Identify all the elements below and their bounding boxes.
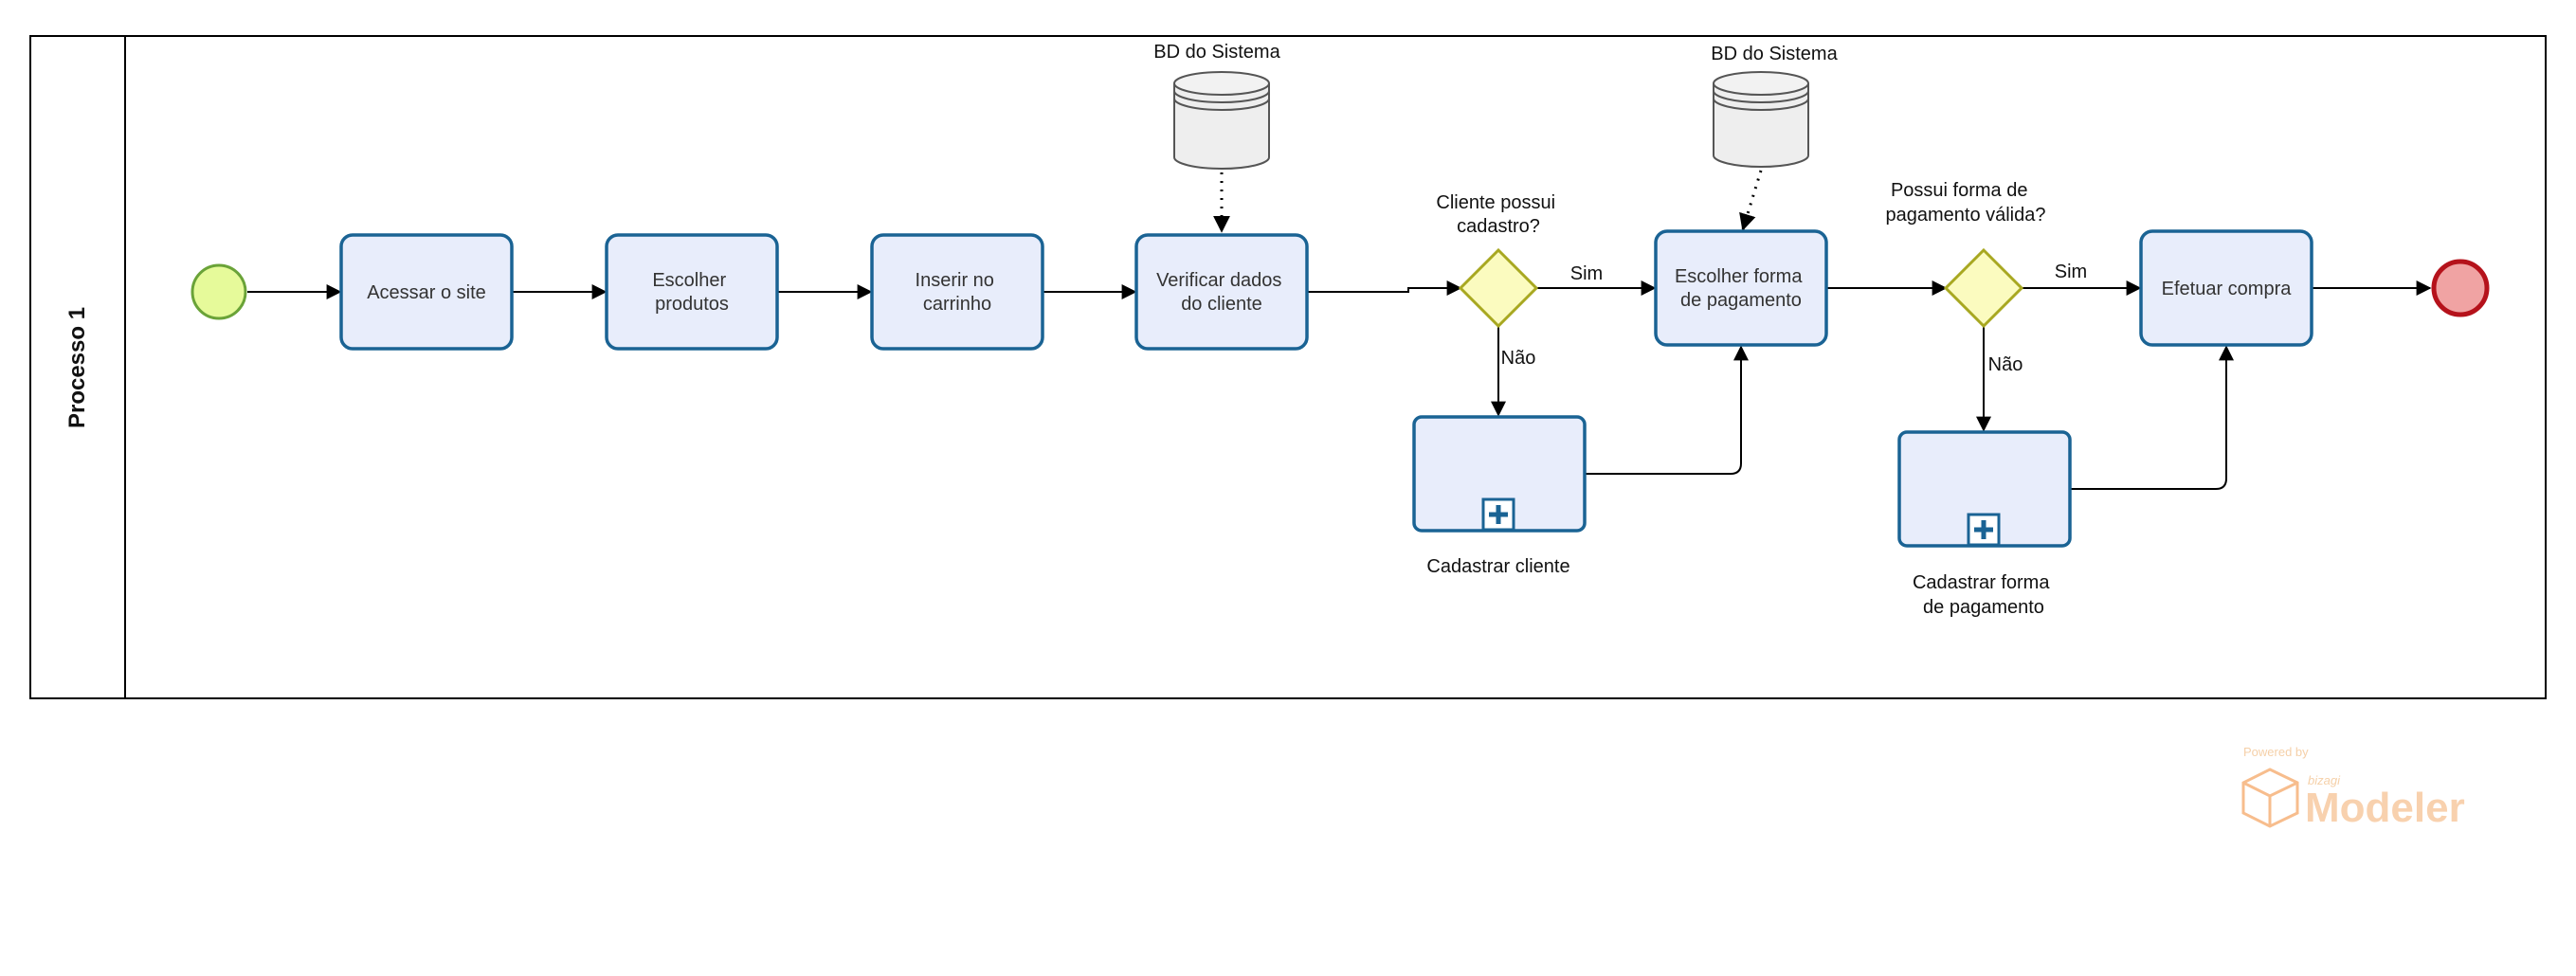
flow-label-nao: Não bbox=[1501, 348, 1536, 369]
subprocess-label: de pagamento bbox=[1923, 597, 2044, 618]
svg-text:Escolher forma de pagame: Escolher forma de pagamento bbox=[1675, 266, 1807, 311]
powered-by-text: Powered by bbox=[2243, 745, 2309, 759]
bizagi-logo-icon bbox=[2241, 768, 2299, 828]
gateway-label: pagamento válida? bbox=[1885, 205, 2045, 226]
gateway-label: cadastro? bbox=[1457, 216, 1540, 237]
flow-cadastrar-cliente-to-escolher-pagamento bbox=[1586, 345, 1749, 475]
flow-label-sim: Sim bbox=[2055, 262, 2087, 282]
task-escolher-forma-de-pagamento[interactable]: Escolher forma de pagamento bbox=[1654, 229, 1828, 347]
task-label: Escolher forma bbox=[1675, 266, 1803, 287]
gateway-label: Cliente possui bbox=[1436, 192, 1555, 213]
subprocess-label: Cadastrar cliente bbox=[1426, 556, 1569, 577]
pool: Processo 1 bbox=[29, 35, 2547, 699]
bizagi-brand-text: bizagi bbox=[2308, 773, 2341, 787]
task-label: Escolher bbox=[652, 270, 726, 291]
end-event[interactable] bbox=[2431, 259, 2490, 317]
task-label: produtos bbox=[655, 294, 729, 315]
data-associations bbox=[1213, 170, 1763, 233]
task-label: Inserir no bbox=[916, 270, 994, 291]
subprocess-cadastrar-forma-de-pagamento[interactable] bbox=[1897, 430, 2072, 548]
task-label: do cliente bbox=[1181, 294, 1262, 315]
flow-label-sim: Sim bbox=[1570, 263, 1603, 284]
task-label: de pagamento bbox=[1680, 290, 1802, 311]
task-label: carrinho bbox=[923, 294, 991, 315]
modeler-brand-text: Modeler bbox=[2305, 785, 2465, 831]
start-event[interactable] bbox=[190, 263, 247, 320]
gateway-cliente-possui-cadastro[interactable] bbox=[1458, 247, 1539, 329]
task-acessar-o-site[interactable]: Acessar o site bbox=[339, 233, 514, 351]
svg-text:Verificar dados do clien: Verificar dados do cliente bbox=[1156, 270, 1287, 315]
subprocess-label: Cadastrar forma bbox=[1913, 572, 2050, 593]
bizagi-modeler-logo: Powered by bizagi Modeler bbox=[2241, 745, 2465, 831]
svg-text:Cadastrar cliente: Cadastrar cliente bbox=[1426, 556, 1569, 577]
task-escolher-produtos[interactable]: Escolher produtos bbox=[605, 233, 779, 351]
task-label: Efetuar compra bbox=[2162, 279, 2293, 299]
flow-label-nao: Não bbox=[1988, 354, 2023, 375]
svg-text:Cliente possui cadastro?: Cliente possui cadastro? bbox=[1436, 192, 1560, 237]
gateway-possui-forma-de-pagamento-valida[interactable] bbox=[1943, 247, 2024, 329]
svg-text:Escolher produtos: Escolher produtos bbox=[652, 270, 731, 315]
data-store-bd2[interactable] bbox=[1713, 71, 1809, 168]
svg-text:Cadastrar forma de pagamen: Cadastrar forma de pagamento bbox=[1913, 572, 2055, 618]
task-inserir-no-carrinho[interactable]: Inserir no carrinho bbox=[870, 233, 1044, 351]
lane-label: Processo 1 bbox=[64, 307, 90, 428]
association-bd2-escolher-pagamento bbox=[1739, 170, 1763, 231]
expand-plus-icon[interactable] bbox=[1967, 513, 2001, 547]
flow-cadastrar-pagamento-to-efetuar bbox=[2071, 345, 2234, 490]
data-store-bd1[interactable] bbox=[1173, 71, 1270, 170]
flow-verificar-to-gateway1 bbox=[1308, 280, 1462, 296]
subprocess-cadastrar-cliente[interactable] bbox=[1412, 415, 1587, 533]
sequence-flows bbox=[247, 280, 2432, 490]
task-efetuar-compra[interactable]: Efetuar compra bbox=[2139, 229, 2313, 347]
gateway-label: Possui forma de bbox=[1891, 180, 2028, 201]
expand-plus-icon[interactable] bbox=[1481, 497, 1515, 532]
svg-text:Inserir no carrinho: Inserir no carrinho bbox=[916, 270, 1000, 315]
data-store-label: BD do Sistema bbox=[1711, 44, 1838, 64]
task-verificar-dados-do-cliente[interactable]: Verificar dados do cliente bbox=[1134, 233, 1309, 351]
task-label: Verificar dados bbox=[1156, 270, 1281, 291]
svg-text:Possui forma de pagamento: Possui forma de pagamento válida? bbox=[1885, 180, 2045, 226]
task-label: Acessar o site bbox=[367, 282, 486, 303]
data-store-label: BD do Sistema bbox=[1153, 42, 1280, 63]
svg-text:Efetuar compra: Efetuar compra bbox=[2162, 279, 2293, 299]
svg-text:Acessar o site: Acessar o site bbox=[367, 282, 486, 303]
